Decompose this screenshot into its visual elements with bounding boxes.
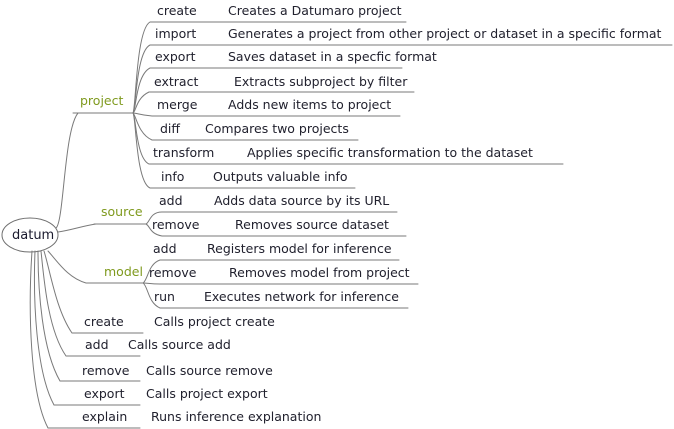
edge-datum-explain [29, 250, 141, 429]
command-desc-project-import: Generates a project from other project o… [228, 26, 662, 41]
edge-datum-project [55, 112, 134, 229]
edge-source-remove [145, 223, 407, 237]
edge-source-add [145, 211, 398, 225]
edge-project-extract [132, 91, 415, 114]
command-label-model-remove[interactable]: remove [149, 265, 197, 280]
edge-datum-model [47, 250, 144, 284]
branch-label-model[interactable]: model [104, 264, 143, 279]
edge-datum-add [40, 250, 141, 357]
command-label-project-export[interactable]: export [155, 49, 196, 64]
command-label-project-extract[interactable]: extract [154, 74, 199, 89]
edge-datum-remove [37, 250, 141, 382]
edge-model-remove [142, 282, 419, 285]
command-desc-project-info: Outputs valuable info [213, 169, 348, 184]
command-label-direct-add[interactable]: add [85, 337, 109, 352]
command-desc-project-transform: Applies specific transformation to the d… [247, 145, 533, 160]
command-label-project-merge[interactable]: merge [157, 97, 198, 112]
branch-label-source[interactable]: source [101, 204, 143, 219]
command-label-direct-export[interactable]: export [84, 386, 125, 401]
branch-label-project[interactable]: project [80, 93, 124, 108]
command-desc-project-diff: Compares two projects [205, 121, 349, 136]
root-node-ellipse[interactable] [1, 217, 59, 253]
edge-datum-create [43, 250, 144, 334]
command-label-direct-create[interactable]: create [84, 314, 124, 329]
command-desc-project-export: Saves dataset in a specfic format [228, 49, 437, 64]
command-label-model-run[interactable]: run [154, 289, 175, 304]
command-label-direct-remove[interactable]: remove [82, 363, 130, 378]
command-label-project-create[interactable]: create [157, 3, 197, 18]
command-label-project-transform[interactable]: transform [153, 145, 215, 160]
command-label-source-remove[interactable]: remove [152, 217, 200, 232]
command-label-direct-explain[interactable]: explain [82, 409, 128, 424]
command-desc-source-add: Adds data source by its URL [214, 193, 390, 208]
edge-project-info [132, 112, 356, 189]
edge-datum-export [33, 250, 141, 406]
edge-model-run [142, 282, 409, 309]
edge-model-add [142, 259, 400, 284]
command-desc-project-extract: Extracts subproject by filter [234, 74, 408, 89]
command-label-project-info[interactable]: info [161, 169, 185, 184]
command-label-source-add[interactable]: add [159, 193, 183, 208]
edge-datum-source [57, 223, 147, 233]
command-desc-project-merge: Adds new items to project [228, 97, 392, 112]
command-desc-model-remove: Removes model from project [229, 265, 410, 280]
command-desc-source-remove: Removes source dataset [235, 217, 389, 232]
command-label-project-import[interactable]: import [155, 26, 197, 41]
command-desc-direct-explain: Runs inference explanation [151, 409, 322, 424]
command-label-model-add[interactable]: add [153, 241, 177, 256]
command-desc-direct-create: Calls project create [154, 314, 275, 329]
command-desc-direct-remove: Calls source remove [146, 363, 273, 378]
edge-project-export [132, 67, 403, 114]
command-desc-model-add: Registers model for inference [207, 241, 392, 256]
command-desc-direct-export: Calls project export [146, 386, 268, 401]
command-desc-direct-add: Calls source add [128, 337, 231, 352]
edge-project-merge [132, 112, 401, 117]
root-node-label[interactable]: datum [12, 228, 55, 243]
command-desc-model-run: Executes network for inference [204, 289, 399, 304]
command-desc-project-create: Creates a Datumaro project [228, 3, 402, 18]
command-label-project-diff[interactable]: diff [160, 121, 181, 136]
